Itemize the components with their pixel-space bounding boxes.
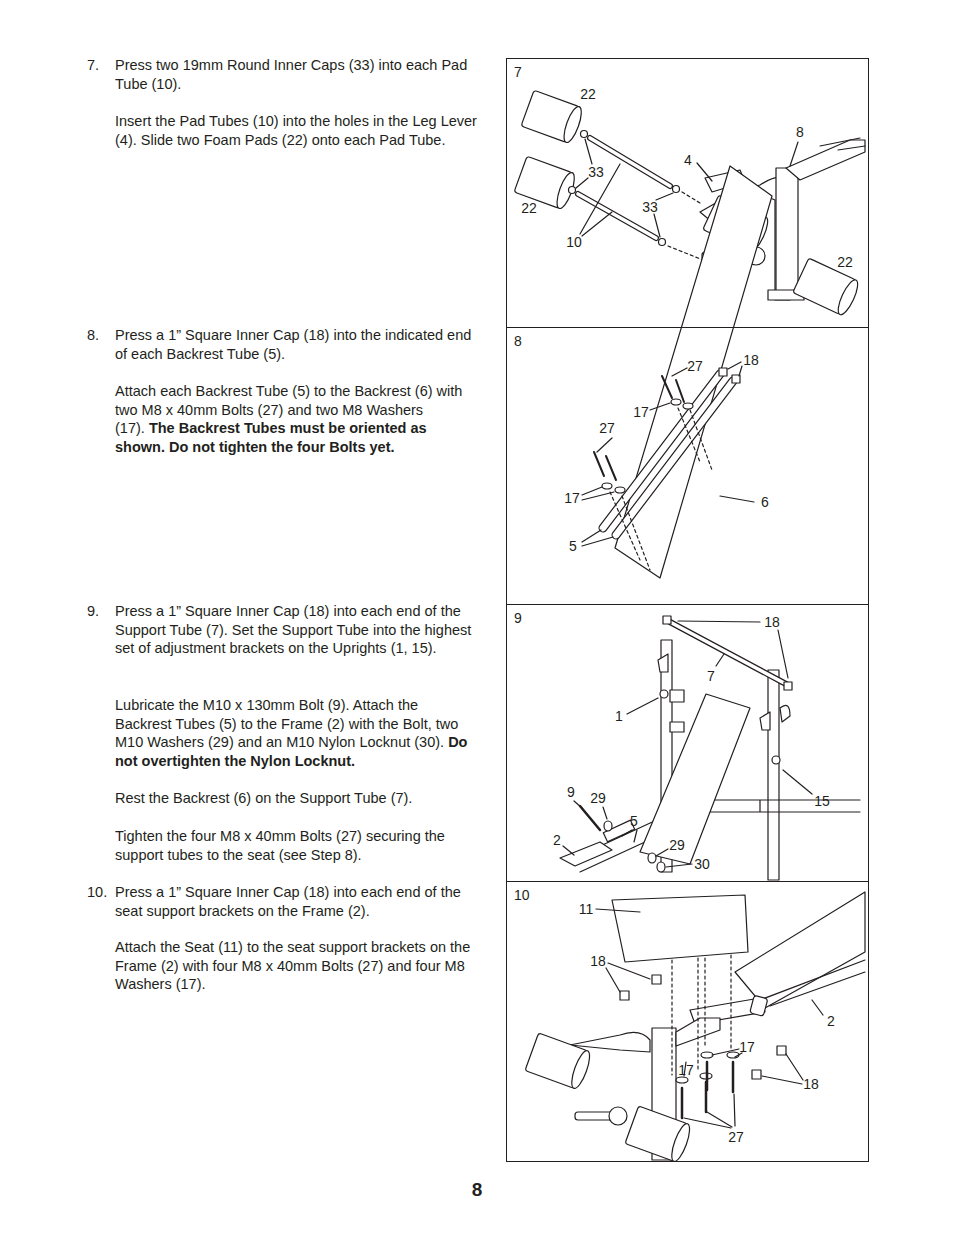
warning-text: The Backrest Tubes must be oriented as s…: [115, 420, 427, 455]
callout-number: 27: [728, 1129, 744, 1145]
callout-number: 18: [803, 1076, 819, 1092]
callout-number: 4: [684, 152, 692, 168]
instruction-text: Press two 19mm Round Inner Caps (33) int…: [115, 57, 467, 92]
callout-number: 1: [615, 708, 623, 724]
instruction-text: Press a 1” Square Inner Cap (18) into ea…: [115, 884, 461, 919]
callout-number: 22: [521, 200, 537, 216]
callout-number: 9: [567, 784, 575, 800]
callout-number: 22: [580, 86, 596, 102]
step-number: 8: [514, 333, 522, 349]
callout-number: 6: [761, 494, 769, 510]
callout-number: 2: [827, 1013, 835, 1029]
callout-number: 22: [837, 254, 853, 270]
instruction-text: Lubricate the M10 x 130mm Bolt (9). Atta…: [115, 697, 458, 750]
instruction-text: Attach the Seat (11) to the seat support…: [115, 939, 470, 992]
page-number: 8: [472, 1179, 483, 1201]
step-number: 7: [514, 64, 522, 80]
callout-number: 33: [642, 199, 658, 215]
callout-number: 10: [566, 234, 582, 250]
callout-number: 30: [694, 856, 710, 872]
callout-number: 29: [669, 837, 685, 853]
step-number: 10.: [87, 883, 107, 902]
callout-number: 18: [764, 614, 780, 630]
instruction-text: Insert the Pad Tubes (10) into the holes…: [115, 113, 477, 148]
callout-number: 17: [564, 490, 580, 506]
callout-number: 11: [579, 901, 594, 917]
callout-number: 27: [599, 420, 615, 436]
callout-number: 18: [590, 953, 606, 969]
instruction-paragraph: Lubricate the M10 x 130mm Bolt (9). Atta…: [115, 696, 477, 770]
callout-number: 17: [633, 404, 649, 420]
callout-number: 17: [678, 1062, 694, 1078]
callout-number: 7: [707, 668, 715, 684]
instruction-paragraph: Press a 1” Square Inner Cap (18) into ea…: [115, 602, 477, 658]
callout-number: 17: [739, 1039, 755, 1055]
callout-number: 27: [687, 358, 703, 374]
step-number: 7.: [87, 56, 99, 75]
callout-number: 33: [588, 164, 604, 180]
step-number: 10: [514, 887, 530, 903]
instruction-paragraph: Press a 1” Square Inner Cap (18) into ea…: [115, 883, 477, 920]
callout-number: 2: [553, 832, 561, 848]
instruction-text: Press a 1” Square Inner Cap (18) into ea…: [115, 603, 471, 656]
instruction-text: Tighten the four M8 x 40mm Bolts (27) se…: [115, 828, 445, 863]
step-number: 9.: [87, 602, 99, 621]
callout-number: 29: [590, 790, 606, 806]
figure-panel: 7: [506, 58, 869, 328]
instruction-paragraph: Tighten the four M8 x 40mm Bolts (27) se…: [115, 827, 477, 864]
callout-number: 18: [743, 352, 759, 368]
instruction-text: Press a 1” Square Inner Cap (18) into th…: [115, 327, 471, 362]
step-number: 8.: [87, 326, 99, 345]
figure-panel: 10: [506, 881, 869, 1162]
instruction-paragraph: Press a 1” Square Inner Cap (18) into th…: [115, 326, 477, 363]
instruction-paragraph: Press two 19mm Round Inner Caps (33) int…: [115, 56, 477, 93]
callout-number: 5: [630, 813, 638, 829]
instruction-paragraph: Rest the Backrest (6) on the Support Tub…: [115, 789, 477, 808]
instruction-paragraph: Insert the Pad Tubes (10) into the holes…: [115, 112, 477, 149]
callout-number: 8: [796, 124, 804, 140]
callout-number: 15: [814, 793, 830, 809]
instruction-paragraph: Attach each Backrest Tube (5) to the Bac…: [115, 382, 477, 456]
callout-number: 5: [569, 538, 577, 554]
instruction-paragraph: Attach the Seat (11) to the seat support…: [115, 938, 477, 994]
instruction-text: Rest the Backrest (6) on the Support Tub…: [115, 790, 412, 806]
step-number: 9: [514, 610, 522, 626]
